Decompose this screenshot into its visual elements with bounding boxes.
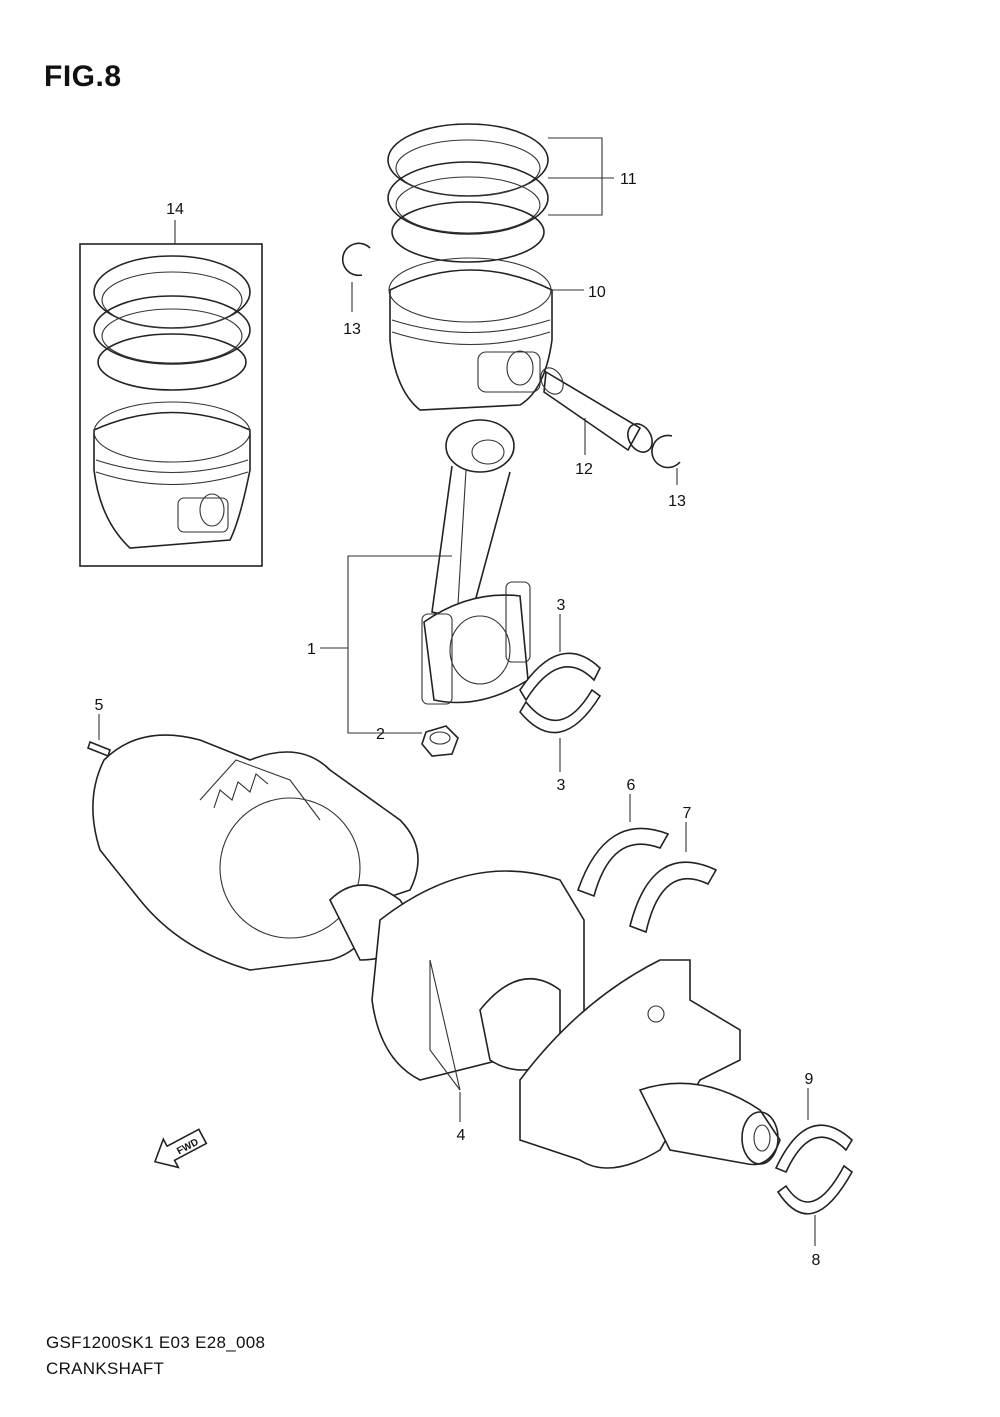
- part-11-piston-rings[interactable]: [387, 123, 614, 263]
- part-2-nut[interactable]: [394, 725, 459, 757]
- part-5-dowel-pin[interactable]: [87, 714, 111, 758]
- callout-12: 12: [575, 461, 593, 478]
- model-code: GSF1200SK1 E03 E28_008: [46, 1333, 266, 1352]
- part-4-crankshaft[interactable]: [92, 734, 781, 1169]
- part-6-thrust-bearing[interactable]: [576, 794, 670, 898]
- callout-13b: 13: [668, 493, 686, 510]
- part-13-circlip-right[interactable]: [651, 434, 681, 485]
- part-1-connecting-rod[interactable]: [320, 419, 531, 734]
- section-name: CRANKSHAFT: [46, 1359, 165, 1378]
- callout-6: 6: [627, 777, 636, 794]
- part-8-crank-bearing-lower[interactable]: [776, 1164, 854, 1246]
- callout-3a: 3: [557, 597, 566, 614]
- callout-13a: 13: [343, 321, 361, 338]
- callout-11: 11: [620, 171, 637, 188]
- part-10-piston[interactable]: [388, 257, 584, 411]
- callout-2: 2: [376, 726, 385, 743]
- figure-title: FIG.8: [44, 60, 122, 93]
- fwd-arrow-icon: FWD: [153, 1128, 208, 1169]
- callout-10: 10: [588, 284, 606, 301]
- callout-9: 9: [805, 1071, 814, 1088]
- part-12-piston-pin[interactable]: [536, 364, 657, 457]
- part-3-conrod-bearing-upper[interactable]: [519, 614, 601, 702]
- part-14-piston-set[interactable]: [79, 220, 263, 567]
- part-3-conrod-bearing-lower[interactable]: [519, 688, 602, 772]
- callout-8: 8: [812, 1252, 821, 1269]
- part-9-crank-bearing-upper[interactable]: [774, 1088, 854, 1174]
- callout-7: 7: [683, 805, 692, 822]
- callout-14: 14: [166, 201, 184, 218]
- callout-4: 4: [457, 1127, 466, 1144]
- part-13-circlip-left[interactable]: [341, 242, 371, 312]
- callout-5: 5: [95, 697, 104, 714]
- callout-3b: 3: [557, 777, 566, 794]
- callout-1: 1: [307, 641, 316, 658]
- part-7-thrust-bearing[interactable]: [629, 822, 718, 934]
